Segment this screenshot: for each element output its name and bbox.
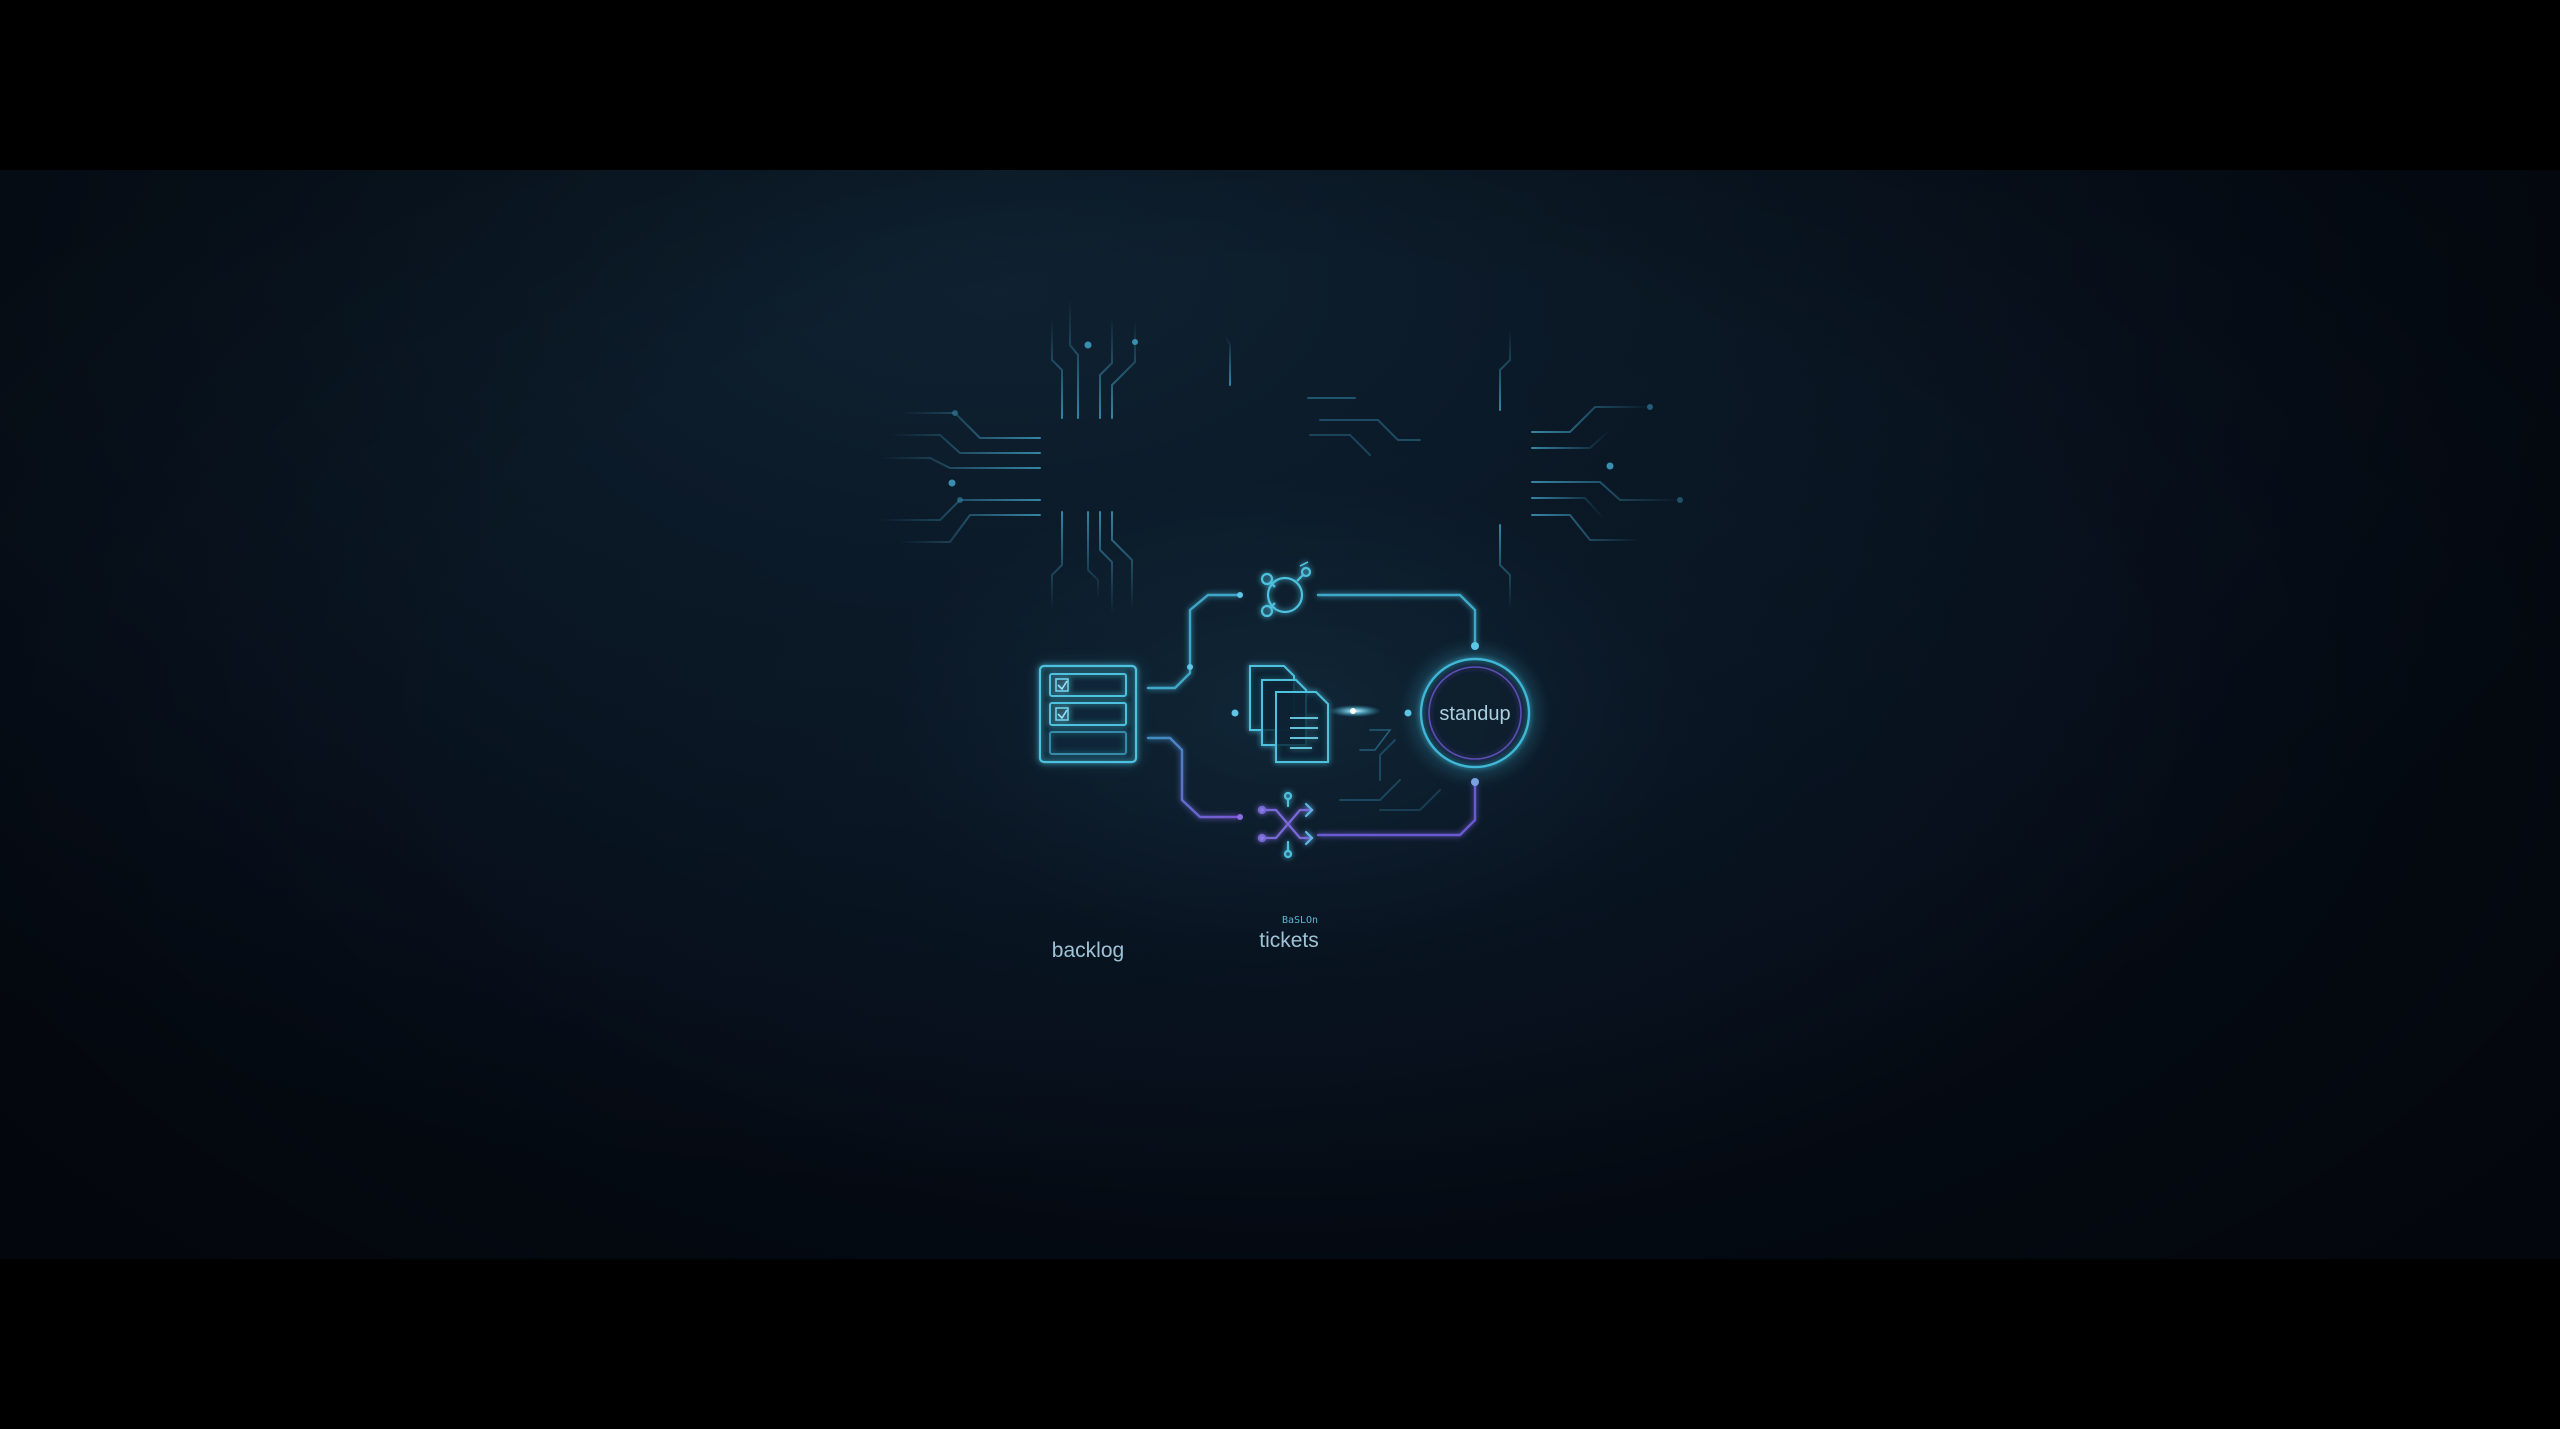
backlog-node: backlog xyxy=(1038,664,1138,962)
standup-node: standup xyxy=(1414,652,1536,774)
shuffle-node-icon xyxy=(1257,791,1314,859)
tickets-label: tickets xyxy=(1259,929,1319,952)
standup-circuit-traces xyxy=(1487,329,1683,611)
scene-canvas: backlog BaSLOn tickets standup xyxy=(0,170,2560,1259)
backlog-label: backlog xyxy=(1052,939,1124,962)
workflow-diagram: backlog BaSLOn tickets standup xyxy=(879,299,1683,962)
tickets-node: BaSLOn tickets xyxy=(1249,665,1329,952)
database-rack-icon xyxy=(1038,664,1138,764)
tickets-caption: BaSLOn xyxy=(1282,915,1318,926)
letterbox-bottom xyxy=(0,1259,2560,1429)
top-circuit-traces xyxy=(1224,334,1421,456)
standup-label: standup xyxy=(1439,703,1510,725)
molecule-node-icon xyxy=(1260,561,1312,618)
bottom-circuit-traces xyxy=(1229,739,1441,911)
connection-paths xyxy=(1146,592,1479,837)
backlog-circuit-traces xyxy=(879,299,1138,616)
ring-node-icon xyxy=(1419,657,1531,769)
letterbox-top xyxy=(0,0,2560,170)
signal-spark xyxy=(1329,705,1381,717)
document-stack-icon xyxy=(1249,665,1329,763)
